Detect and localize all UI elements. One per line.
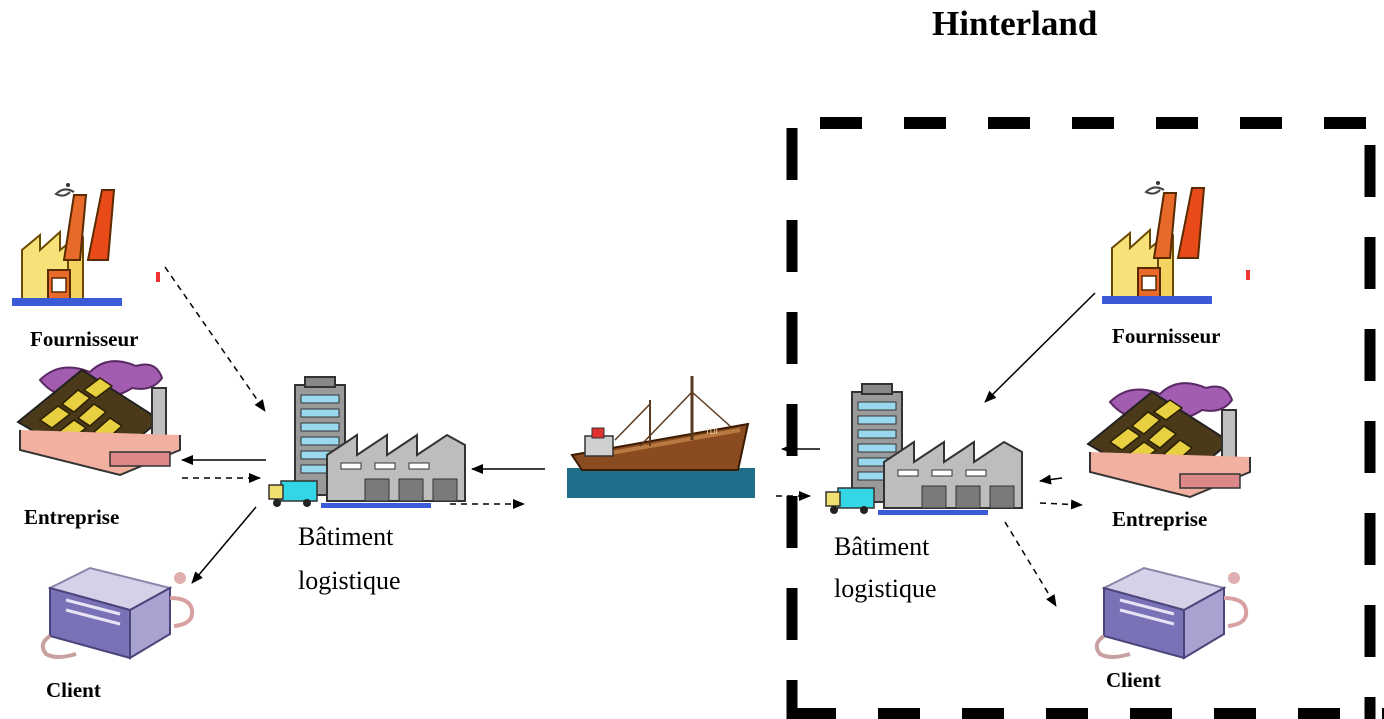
left-factory-icon <box>7 179 161 311</box>
left-client-machine-icon <box>28 546 202 665</box>
right-client-machine-icon <box>1082 546 1256 665</box>
hinterland-title: Hinterland <box>932 4 1098 43</box>
right-logistics-building-icon <box>825 383 1023 516</box>
left-supplier-label: Fournisseur <box>30 327 139 351</box>
right-plant-icon <box>1087 382 1251 498</box>
left-flow-arrows <box>164 266 545 584</box>
left-building-label-line1: Bâtiment <box>298 522 394 551</box>
right-factory-icon <box>1097 177 1251 309</box>
right-supplier-label: Fournisseur <box>1112 324 1221 348</box>
arrow-building-to-client <box>191 506 257 584</box>
ship-marking: TDI <box>705 427 718 436</box>
arrow-company-to-building-right <box>1039 474 1063 485</box>
arrow-building-to-client-right <box>1004 521 1057 607</box>
right-company-label: Entreprise <box>1112 507 1208 531</box>
arrow-building-to-company-right <box>1039 499 1083 510</box>
right-flow-arrows <box>776 292 1096 607</box>
left-company-label: Entreprise <box>24 505 120 529</box>
hinterland-boundary <box>786 117 1384 719</box>
arrow-supplier-to-building <box>164 266 266 412</box>
left-logistics-building-icon <box>268 376 466 509</box>
left-building-label-line2: logistique <box>298 566 401 595</box>
right-building-label-line2: logistique <box>834 574 937 603</box>
arrow-supplier-to-building-right <box>984 292 1096 403</box>
cargo-ship-icon: TDI <box>567 376 755 498</box>
left-plant-icon <box>17 360 181 476</box>
left-client-label: Client <box>46 678 101 702</box>
right-building-label-line1: Bâtiment <box>834 532 930 561</box>
right-client-label: Client <box>1106 668 1161 692</box>
